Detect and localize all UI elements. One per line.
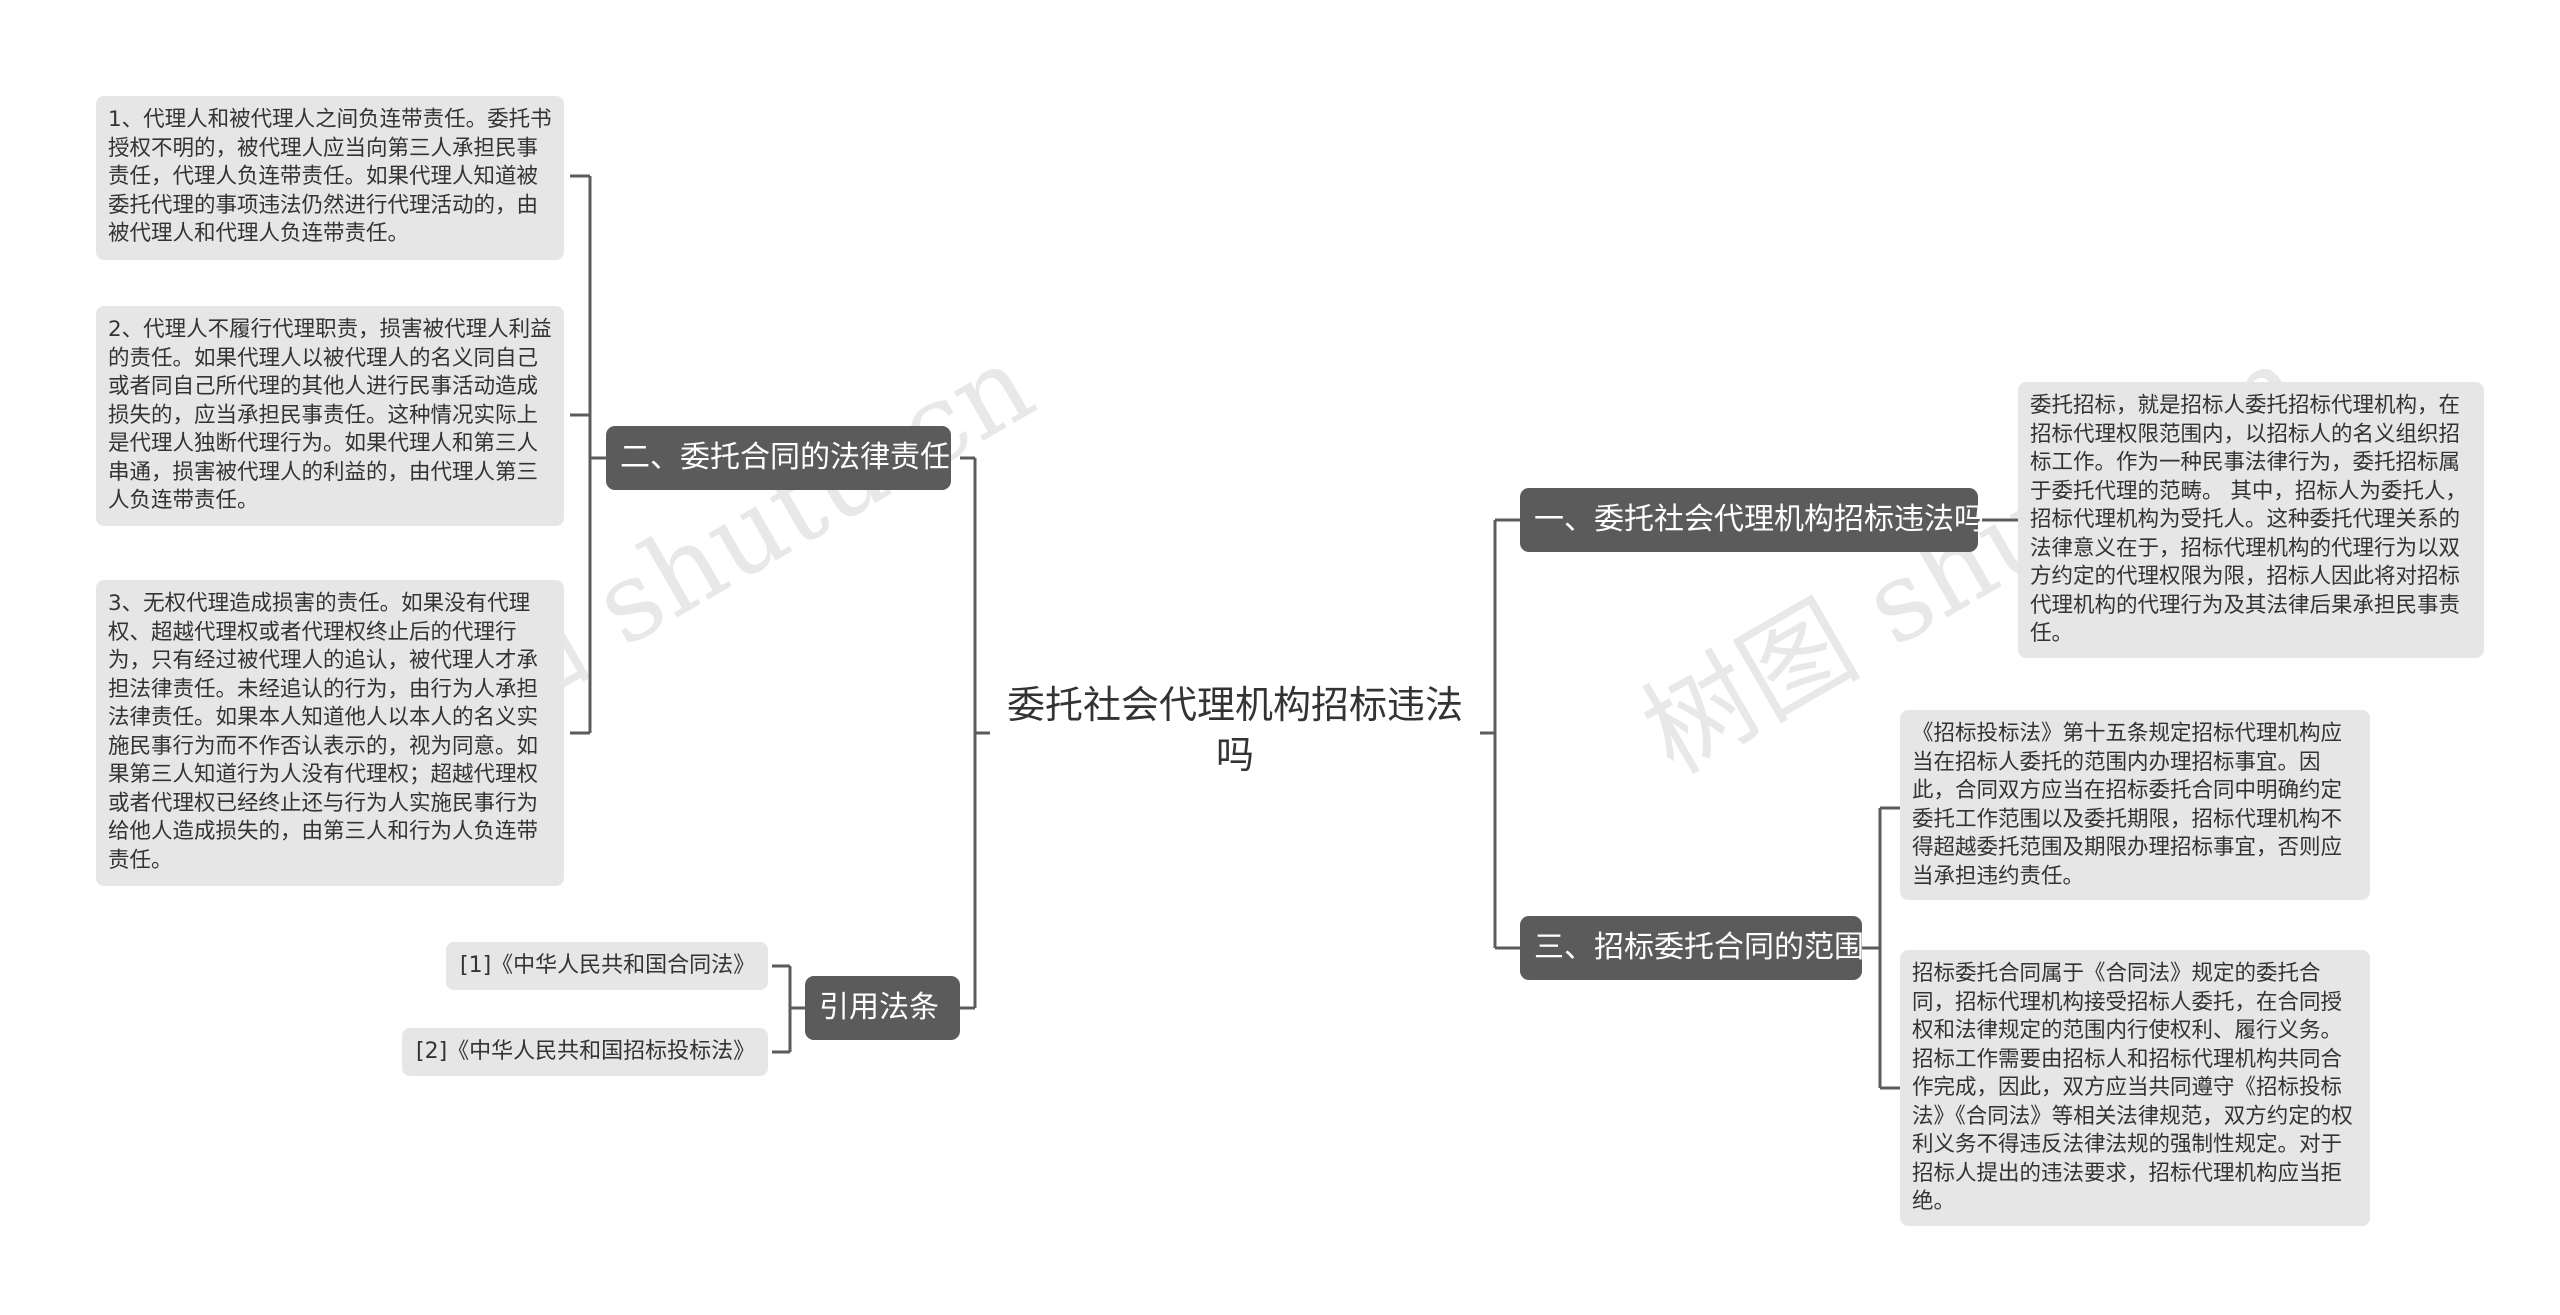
leaf-liability-2[interactable]: 2、代理人不履行代理职责，损害被代理人利益的责任。如果代理人以被代理人的名义同自… (96, 306, 564, 526)
ref-contract-law[interactable]: [1]《中华人民共和国合同法》 (446, 942, 768, 990)
leaf-liability-1[interactable]: 1、代理人和被代理人之间负连带责任。委托书授权不明的，被代理人应当向第三人承担民… (96, 96, 564, 260)
branch-legal-liability[interactable]: 二、委托合同的法律责任 (606, 426, 951, 490)
leaf-scope-2[interactable]: 招标委托合同属于《合同法》规定的委托合同，招标代理机构接受招标人委托，在合同授权… (1900, 950, 2370, 1226)
leaf-liability-3[interactable]: 3、无权代理造成损害的责任。如果没有代理权、超越代理权或者代理权终止后的代理行为… (96, 580, 564, 886)
connector-law-trunk (788, 966, 805, 1052)
connector-branch3-trunk (1862, 808, 1882, 1088)
branch-contract-scope[interactable]: 三、招标委托合同的范围 (1520, 916, 1864, 980)
leaf-illegal-1[interactable]: 委托招标，就是招标人委托招标代理机构，在招标代理权限范围内，以招标人的名义组织招… (2018, 382, 2484, 658)
branch-is-it-illegal[interactable]: 一、委托社会代理机构招标违法吗 (1520, 488, 1984, 552)
center-topic[interactable]: 委托社会代理机构招标违法吗 (1006, 683, 1463, 778)
leaf-scope-1[interactable]: 《招标投标法》第十五条规定招标代理机构应当在招标人委托的范围内办理招标事宜。因此… (1900, 710, 2370, 900)
branch-cited-laws[interactable]: 引用法条 (805, 976, 960, 1040)
ref-bidding-law[interactable]: [2]《中华人民共和国招标投标法》 (402, 1028, 768, 1076)
connector-branch2-trunk (588, 176, 606, 733)
